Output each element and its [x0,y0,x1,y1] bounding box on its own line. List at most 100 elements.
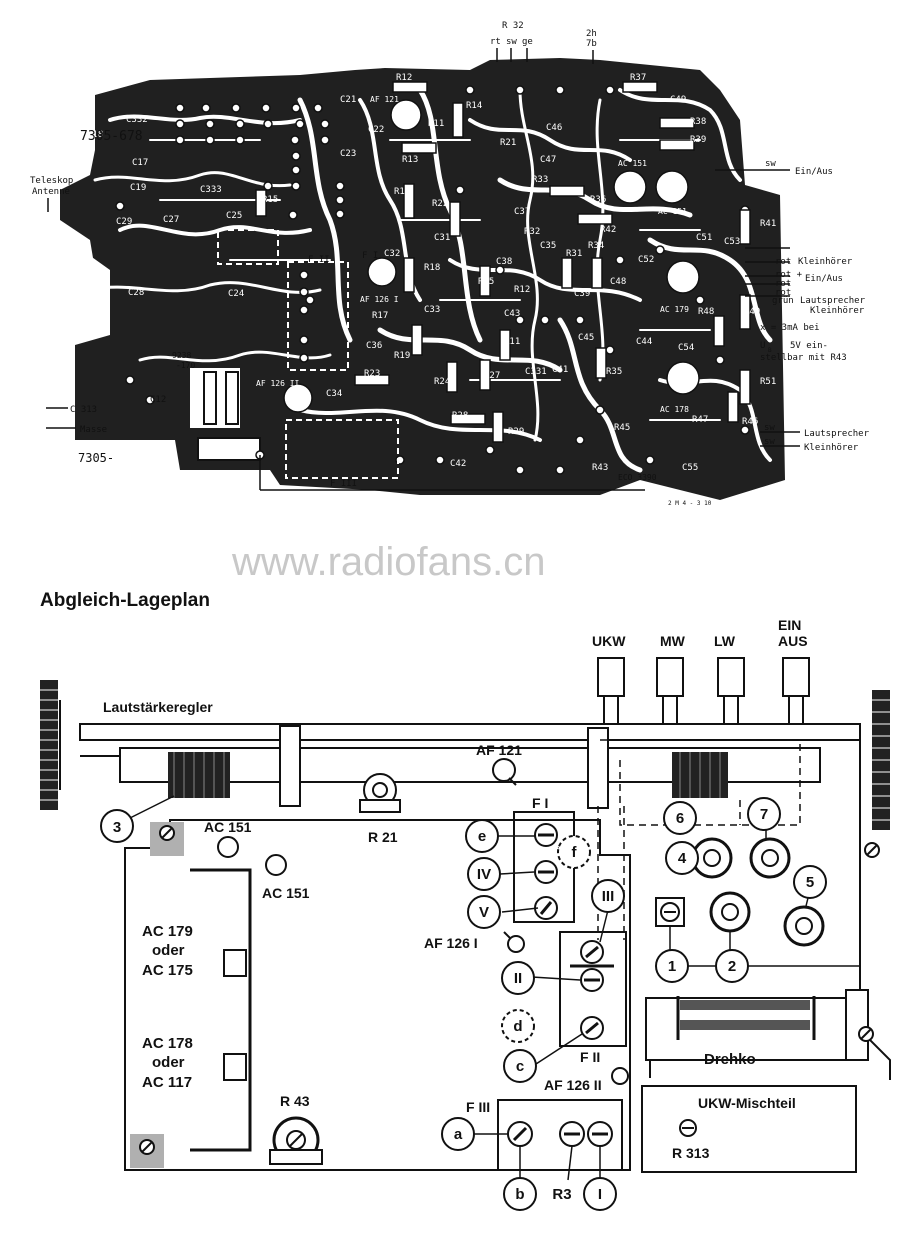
pcb-component-label: C19 [130,183,146,193]
pcb-component-label: R36 [590,195,606,205]
callout-e [465,819,499,853]
pcb-component-label: R23 [364,369,380,379]
r43-trimmer [269,1116,323,1165]
svg-text:5V ein-: 5V ein- [790,341,828,351]
pcb-component-label: C331 [525,367,547,377]
filter-f3-block [497,1099,623,1171]
callout-text: e [478,828,486,845]
wire-color: rot + [775,270,803,280]
pcb-component-label: R51 [760,377,776,387]
pcb-component-label: R48 [698,307,714,317]
callout-c [503,1049,537,1083]
callout-text: V [479,904,489,921]
pcb-component-label: R12 [396,73,412,83]
r32-tap: ge [522,37,533,47]
filter-f2-block [559,931,627,1047]
pcb-component-label: R42 [600,225,616,235]
callout-ii [501,961,535,995]
af126-2-transistor [611,1067,629,1085]
pcb-component-label: C28 [128,288,144,298]
pcb-component-label: R11 [428,119,444,129]
pcb-component-label: C49 [670,95,686,105]
pcb-semiconductor-label: ECO 3390 [618,473,657,482]
ferrite-coil-left [168,752,230,798]
pcb-component-label: R37 [630,73,646,83]
pcb-component-label: C27 [163,215,179,225]
callout-v [467,895,501,929]
pcb-component-label: R21 [500,138,516,148]
callout-b [503,1177,537,1211]
callout-text: 3 [113,819,121,836]
pcb-component-label: R47 [692,415,708,425]
output-pair-2-line-1: AC 178 [142,1035,193,1052]
svg-text:x = 3mA bei: x = 3mA bei [760,323,820,333]
pcb-component-label: R45 [614,423,630,433]
pcb-component-label: R27 [484,371,500,381]
pcb-component-label: C23 [340,149,356,159]
pcb-component-label: C34 [326,389,342,399]
fm-mixer-label: UKW-Mischteil [698,1095,796,1111]
pcb-component-label: R22 [432,199,448,209]
pcb-component-label: C36 [366,341,382,351]
callout-text: R3 [552,1186,571,1203]
filter-label: F III [330,479,357,489]
r32-tap: sw [506,37,517,47]
pcb-component-label: R17 [372,311,388,321]
pcb-component-label: C47 [540,155,556,165]
pcb-component-label: R43 [592,463,608,473]
callout-text: 5 [806,874,814,891]
callout-iv [467,857,501,891]
wire-label: Kleinhörer [810,306,865,316]
callout-6 [663,801,697,835]
coil-label: -170 [176,361,195,370]
pcb-component-label: R15 [262,195,278,205]
pcb-component-label: C35 [540,241,556,251]
callout-f [557,835,591,869]
wire-label: Kleinhörer [798,257,853,267]
pcb-component-label: C55 [682,463,698,473]
pcb-component-label: C21 [340,95,356,105]
pcb-component-label: R25 [478,277,494,287]
pcb-component-label: R35 [606,367,622,377]
wire-label: Lautsprecher [800,296,866,306]
output-pair-2-line-3: AC 117 [142,1074,192,1091]
pcb-component-label: R38 [690,117,706,127]
pcb-component-label: C53 [724,237,740,247]
callout-text: f [572,844,578,861]
wire-color: rot [775,288,791,298]
transistor-label: AF 126 I [424,935,478,951]
r32-tap: rt [490,37,501,47]
pcb-component-label: R24 [434,377,450,387]
wire-color: rot [775,257,791,267]
pcb-component-label: C46 [546,123,562,133]
pcb-component-label: C44 [636,337,652,347]
ac151-transistor [217,836,239,858]
pcb-telescope-label: Antenne [32,187,70,197]
pcb-component-label: C12 [150,395,166,405]
top-tap: 7b [586,39,597,49]
pcb-semiconductor-label: AC 151 [618,159,647,168]
button-label-ukw: UKW [592,633,626,649]
button-label-mw: MW [660,633,686,649]
callout-text: I [598,1186,602,1203]
button-label-aus: AUS [778,633,808,649]
output-pair-1-line-1: AC 179 [142,923,193,940]
ac151-transistor [265,854,287,876]
button-label-lw: LW [714,633,736,649]
pcb-component-label: C31 [434,233,450,243]
trimmer-label: R 21 [368,829,398,845]
wire-label: Ein/Aus [795,167,833,177]
tuning-capacitor-label: Drehko [704,1051,756,1068]
pcb-semiconductor-label: AF 126 II [256,379,300,388]
power-key [782,657,810,697]
svg-text:stellbar mit R43: stellbar mit R43 [760,353,847,363]
pcb-component-label: C51 [696,233,712,243]
pcb-telescope-label: Teleskop [30,176,73,186]
callout-iii [591,879,625,913]
pcb-component-label: R49 [744,307,760,317]
pcb-component-label: C332 [126,115,148,125]
pcb-component-label: C43 [504,309,520,319]
pcb-component-label: C22 [368,125,384,135]
pcb-component-label: R19 [394,351,410,361]
pcb-component-label: R18 [424,263,440,273]
